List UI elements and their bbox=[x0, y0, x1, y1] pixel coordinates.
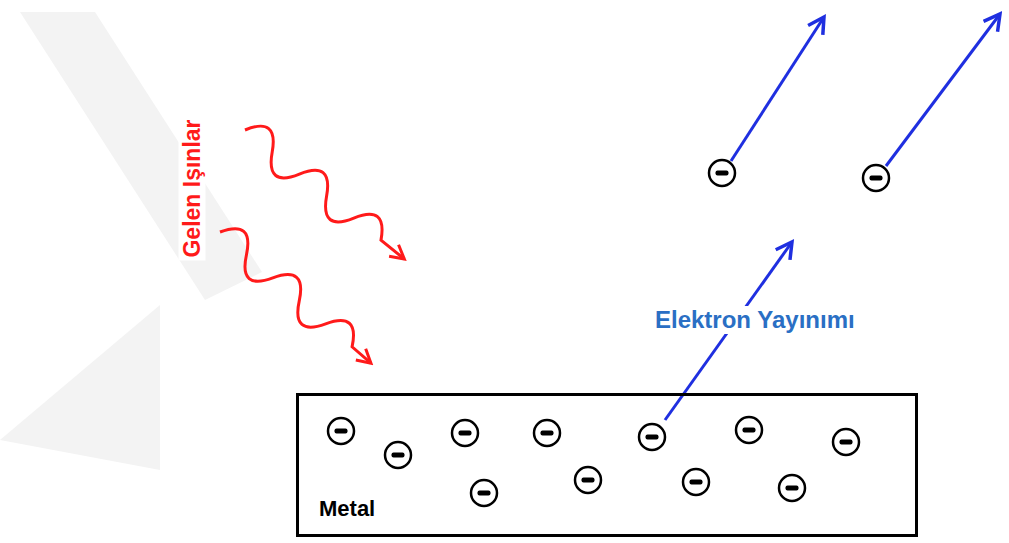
electron bbox=[452, 420, 478, 446]
electron bbox=[639, 424, 665, 450]
ray-label: Gelen Işınlar bbox=[179, 116, 206, 260]
electron bbox=[736, 417, 762, 443]
electron bbox=[709, 160, 735, 186]
material-label: Metal bbox=[319, 496, 375, 522]
watermark-band bbox=[20, 12, 262, 300]
electron bbox=[471, 480, 497, 506]
ray-wave bbox=[210, 220, 382, 375]
emission-arrow bbox=[731, 17, 824, 161]
electron bbox=[863, 165, 889, 191]
electron bbox=[833, 429, 859, 455]
incoming-ray bbox=[210, 220, 382, 375]
electron bbox=[328, 418, 354, 444]
incoming-ray bbox=[235, 118, 414, 272]
electrons bbox=[328, 160, 889, 506]
electron bbox=[779, 475, 805, 501]
metal-plate: Metal bbox=[296, 393, 918, 537]
watermark-triangle bbox=[0, 305, 160, 470]
ray-wave bbox=[235, 118, 414, 272]
electron bbox=[683, 469, 709, 495]
emission-label: Elektron Yayınımı bbox=[652, 306, 858, 334]
electron bbox=[534, 420, 560, 446]
electron bbox=[385, 442, 411, 468]
watermark bbox=[0, 12, 262, 470]
electron bbox=[575, 467, 601, 493]
emission-arrow bbox=[886, 14, 1000, 166]
